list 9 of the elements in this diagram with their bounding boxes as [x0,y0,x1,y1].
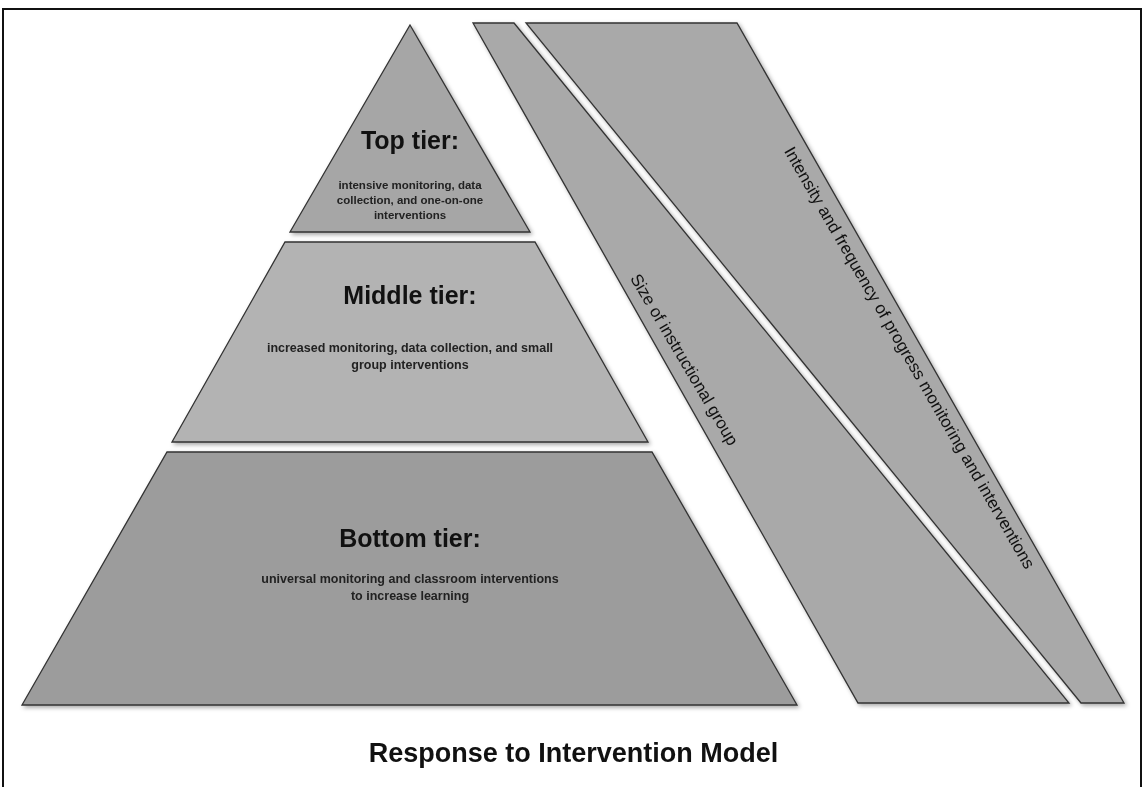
diagram-title: Response to Intervention Model [367,738,780,769]
tier-heading: Top tier: [359,126,461,155]
pyramid-tier [22,452,797,705]
tier-description: universal monitoring and classroom interventions to increase learning [260,571,560,605]
tier-heading: Bottom tier: [338,524,482,553]
tier-heading: Middle tier: [342,281,478,310]
tier-description: increased monitoring, data collection, and small group interventions [265,340,555,374]
tier-description: intensive monitoring, data collection, and one-on-one interventions [335,178,485,223]
pyramid-tier [290,25,530,232]
